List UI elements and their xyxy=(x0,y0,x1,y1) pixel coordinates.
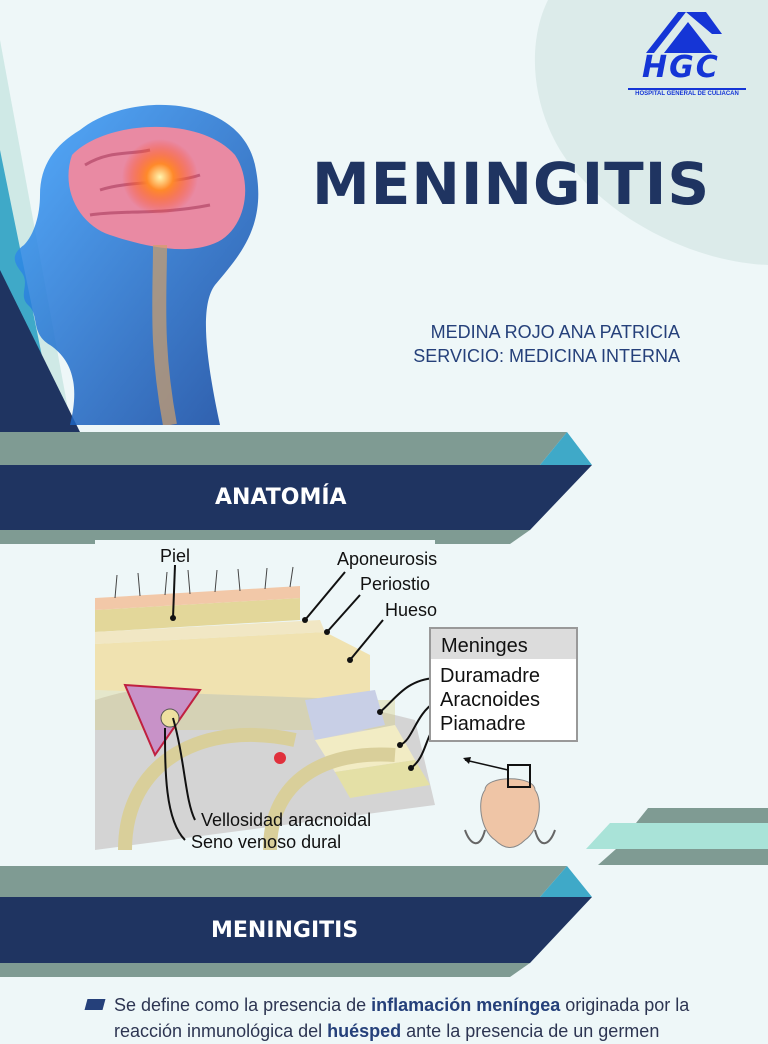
brain-head-illustration xyxy=(14,105,259,425)
label-vellosidad-aracnoidal: Vellosidad aracnoidal xyxy=(201,810,371,830)
label-aponeurosis: Aponeurosis xyxy=(337,549,437,569)
label-aracnoides: Aracnoides xyxy=(440,689,540,711)
hospital-logo: HGC HOSPITAL GENERAL DE CULIACAN xyxy=(626,8,748,103)
logo-mark-icon xyxy=(646,12,722,53)
label-hueso: Hueso xyxy=(385,600,437,620)
section-title-anatomy: ANATOMÍA xyxy=(215,485,347,510)
page-title: MENINGITIS xyxy=(312,150,711,218)
definition-text: Se define como la presencia de inflamaci… xyxy=(114,995,690,1041)
service-name: SERVICIO: MEDICINA INTERNA xyxy=(413,346,680,366)
author-name: MEDINA ROJO ANA PATRICIA xyxy=(430,322,680,342)
label-piamadre: Piamadre xyxy=(440,713,526,735)
logo-text: HGC xyxy=(642,50,720,85)
label-meninges: Meninges xyxy=(441,635,528,657)
bullet-icon xyxy=(84,999,106,1010)
logo-subtitle: HOSPITAL GENERAL DE CULIACAN xyxy=(628,88,746,97)
label-seno-venoso-dural: Seno venoso dural xyxy=(191,832,341,852)
label-piel: Piel xyxy=(160,546,190,566)
label-duramadre: Duramadre xyxy=(440,665,540,687)
meninges-anatomy-diagram: Piel Aponeurosis Periostio Hueso Meninge… xyxy=(95,540,578,852)
section-title-meningitis: MENINGITIS xyxy=(211,918,359,943)
label-periostio: Periostio xyxy=(360,574,430,594)
author-block: MEDINA ROJO ANA PATRICIA SERVICIO: MEDIC… xyxy=(413,320,680,368)
